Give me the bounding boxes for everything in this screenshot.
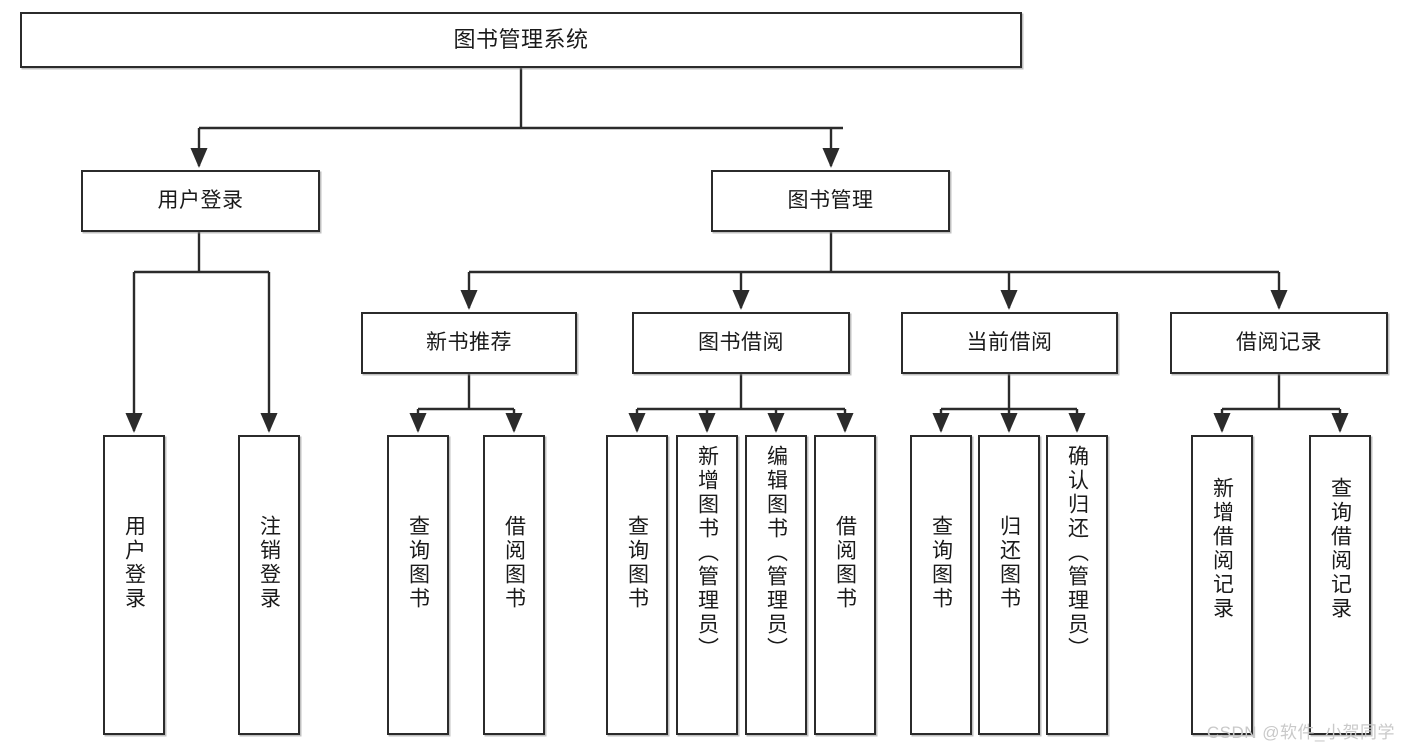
node-leaf-borrow-book-1[interactable]: 借阅图书 (483, 435, 545, 735)
node-current-borrow[interactable]: 当前借阅 (901, 312, 1118, 374)
node-leaf-edit-book-label: 编辑图书（管理员） (764, 445, 788, 661)
node-leaf-logout-label: 注销登录 (257, 515, 281, 611)
node-leaf-add-record[interactable]: 新增借阅记录 (1191, 435, 1253, 735)
node-leaf-confirm-return-label: 确认归还（管理员） (1065, 445, 1089, 661)
node-leaf-query-record-label: 查询借阅记录 (1328, 477, 1352, 621)
node-new-book-recommend-label: 新书推荐 (426, 331, 512, 355)
node-root-label: 图书管理系统 (453, 26, 589, 52)
node-root[interactable]: 图书管理系统 (20, 12, 1022, 68)
node-leaf-confirm-return[interactable]: 确认归还（管理员） (1046, 435, 1108, 735)
node-leaf-return-book-label: 归还图书 (997, 515, 1021, 611)
node-leaf-add-record-label: 新增借阅记录 (1210, 477, 1234, 621)
node-new-book-recommend[interactable]: 新书推荐 (361, 312, 577, 374)
node-leaf-borrow-book-1-label: 借阅图书 (502, 515, 526, 611)
node-leaf-query-book-1-label: 查询图书 (406, 515, 430, 611)
node-leaf-query-book-2-label: 查询图书 (625, 515, 649, 611)
node-leaf-borrow-book-2[interactable]: 借阅图书 (814, 435, 876, 735)
node-borrow-record-label: 借阅记录 (1236, 331, 1322, 355)
node-borrow-record[interactable]: 借阅记录 (1170, 312, 1388, 374)
node-leaf-add-book[interactable]: 新增图书（管理员） (676, 435, 738, 735)
node-leaf-user-login[interactable]: 用户登录 (103, 435, 165, 735)
node-book-management-label: 图书管理 (787, 189, 874, 213)
node-leaf-query-book-1[interactable]: 查询图书 (387, 435, 449, 735)
node-leaf-query-book-3[interactable]: 查询图书 (910, 435, 972, 735)
node-leaf-query-book-3-label: 查询图书 (929, 515, 953, 611)
node-leaf-add-book-label: 新增图书（管理员） (695, 445, 719, 661)
node-leaf-logout[interactable]: 注销登录 (238, 435, 300, 735)
node-leaf-user-login-label: 用户登录 (122, 515, 146, 611)
node-user-login-label: 用户登录 (157, 189, 244, 213)
csdn-watermark: CSDN @软件_小贺同学 (1206, 723, 1395, 742)
node-book-borrow[interactable]: 图书借阅 (632, 312, 850, 374)
node-leaf-query-record[interactable]: 查询借阅记录 (1309, 435, 1371, 735)
node-leaf-borrow-book-2-label: 借阅图书 (833, 515, 857, 611)
node-leaf-return-book[interactable]: 归还图书 (978, 435, 1040, 735)
node-user-login[interactable]: 用户登录 (81, 170, 320, 232)
node-leaf-edit-book[interactable]: 编辑图书（管理员） (745, 435, 807, 735)
node-current-borrow-label: 当前借阅 (966, 331, 1053, 355)
node-leaf-query-book-2[interactable]: 查询图书 (606, 435, 668, 735)
node-book-borrow-label: 图书借阅 (698, 331, 784, 355)
node-book-management[interactable]: 图书管理 (711, 170, 950, 232)
